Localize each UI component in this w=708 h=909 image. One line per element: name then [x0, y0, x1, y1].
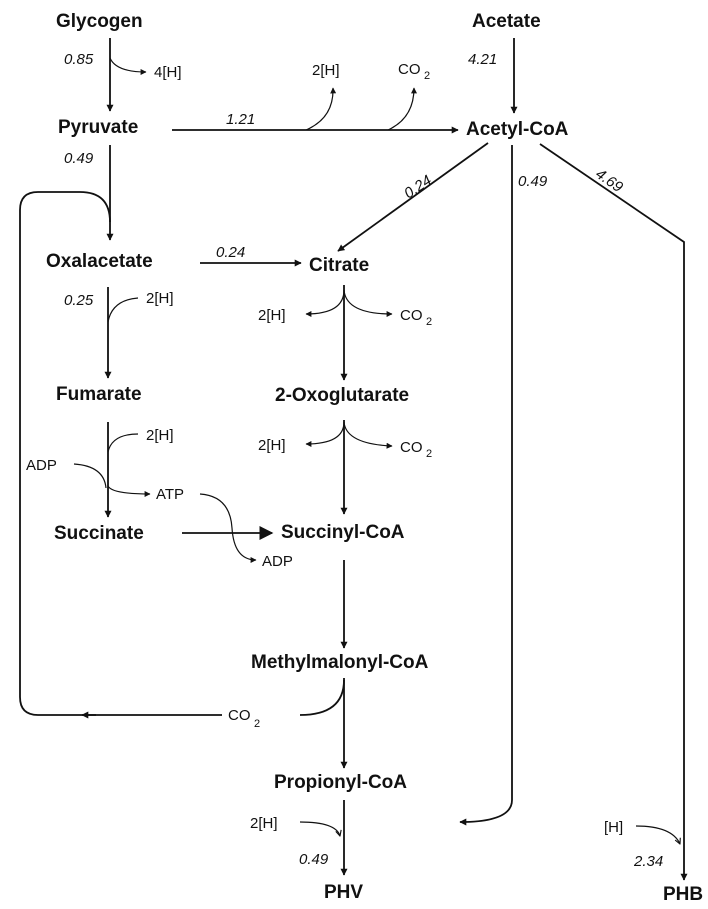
acetate-label: Acetate: [472, 11, 541, 32]
phv-label: PHV: [324, 882, 363, 903]
flux-acetylcoa-phv: 0.49: [518, 173, 548, 190]
recycle-co2-sub: 2: [254, 718, 260, 730]
flux-oxalacetate-citrate: 0.24: [216, 244, 245, 261]
citrate-2h-arrow: [305, 289, 345, 317]
phb-h-in-arrow: [635, 825, 680, 844]
pdh-2h-arrow: [305, 87, 337, 131]
adp-in-arrow: [73, 463, 107, 489]
fumarate-label: Fumarate: [56, 384, 142, 405]
acetyl-coa-label: Acetyl-CoA: [466, 119, 569, 140]
flux-acetate-acetylcoa: 4.21: [468, 51, 497, 68]
citrate-co2-text: CO: [400, 307, 423, 324]
citrate-co2-arrow: [343, 289, 393, 317]
fum-succ-2h-label: 2[H]: [146, 427, 174, 444]
fum-succ-2h-arrow: [107, 433, 139, 453]
oxoglutarate-co2-sub: 2: [426, 448, 432, 460]
pdh-co2-sub: 2: [424, 70, 430, 82]
citrate-co2-sub: 2: [426, 316, 432, 328]
atp-label: ATP: [156, 486, 184, 503]
flux-glycogen-pyruvate: 0.85: [64, 51, 94, 68]
citrate-2h-label: 2[H]: [258, 307, 286, 324]
phv-2h-label: 2[H]: [250, 815, 278, 832]
recycle-loop-line: [19, 191, 111, 716]
oxoglutarate-2h-arrow: [305, 421, 345, 447]
adp-out-label: ADP: [262, 553, 293, 570]
recycle-co2-label: CO 2: [228, 707, 260, 730]
oxoglutarate-label: 2-Oxoglutarate: [275, 385, 409, 406]
oxoglutarate-2h-label: 2[H]: [258, 437, 286, 454]
adp-in-label: ADP: [26, 457, 57, 474]
flux-pyruvate-acetylcoa: 1.21: [226, 111, 255, 128]
oxoglutarate-co2-label: CO 2: [400, 439, 432, 460]
glycogen-4h-label: 4[H]: [154, 64, 182, 81]
propionyl-coa-label: Propionyl-CoA: [274, 772, 407, 793]
pdh-2h-label: 2[H]: [312, 62, 340, 79]
flux-acetylcoa-citrate: 0.24: [401, 172, 435, 202]
flux-propionyl-phv: 0.49: [299, 851, 329, 868]
recycle-co2-text: CO: [228, 707, 251, 724]
atp-adp-arrow: [199, 493, 257, 563]
oxoglutarate-co2-arrow: [343, 421, 393, 449]
oxalacetate-label: Oxalacetate: [46, 251, 153, 272]
glycogen-4h-arrow: [109, 57, 147, 75]
atp-out-arrow: [107, 485, 151, 497]
glycogen-label: Glycogen: [56, 11, 143, 32]
phb-label: PHB: [663, 884, 703, 905]
acetylcoa-citrate-arrow: [337, 142, 489, 252]
pdh-co2-arrow: [387, 87, 417, 131]
pyruvate-label: Pyruvate: [58, 117, 138, 138]
citrate-co2-label: CO 2: [400, 307, 432, 328]
flux-oxalacetate-fumarate: 0.25: [64, 292, 94, 309]
phb-h-label: [H]: [604, 819, 623, 836]
flux-pyruvate-oxalacetate: 0.49: [64, 150, 94, 167]
citrate-label: Citrate: [309, 255, 369, 276]
oxa-fum-2h-arrow: [107, 297, 139, 323]
phv-2h-in-arrow: [299, 821, 340, 836]
pdh-co2-text: CO: [398, 61, 421, 78]
oxa-fum-2h-label: 2[H]: [146, 290, 174, 307]
methylmalonyl-co2-branch: [299, 679, 345, 716]
succinate-label: Succinate: [54, 523, 144, 544]
oxoglutarate-co2-text: CO: [400, 439, 423, 456]
acetylcoa-phb-arrow: [539, 143, 688, 881]
acetylcoa-phv-arrow: [459, 145, 513, 826]
flux-to-phb: 2.34: [633, 853, 663, 870]
succinyl-coa-label: Succinyl-CoA: [281, 522, 405, 543]
pdh-co2-label: CO 2: [398, 61, 430, 82]
methylmalonyl-coa-label: Methylmalonyl-CoA: [251, 652, 429, 673]
